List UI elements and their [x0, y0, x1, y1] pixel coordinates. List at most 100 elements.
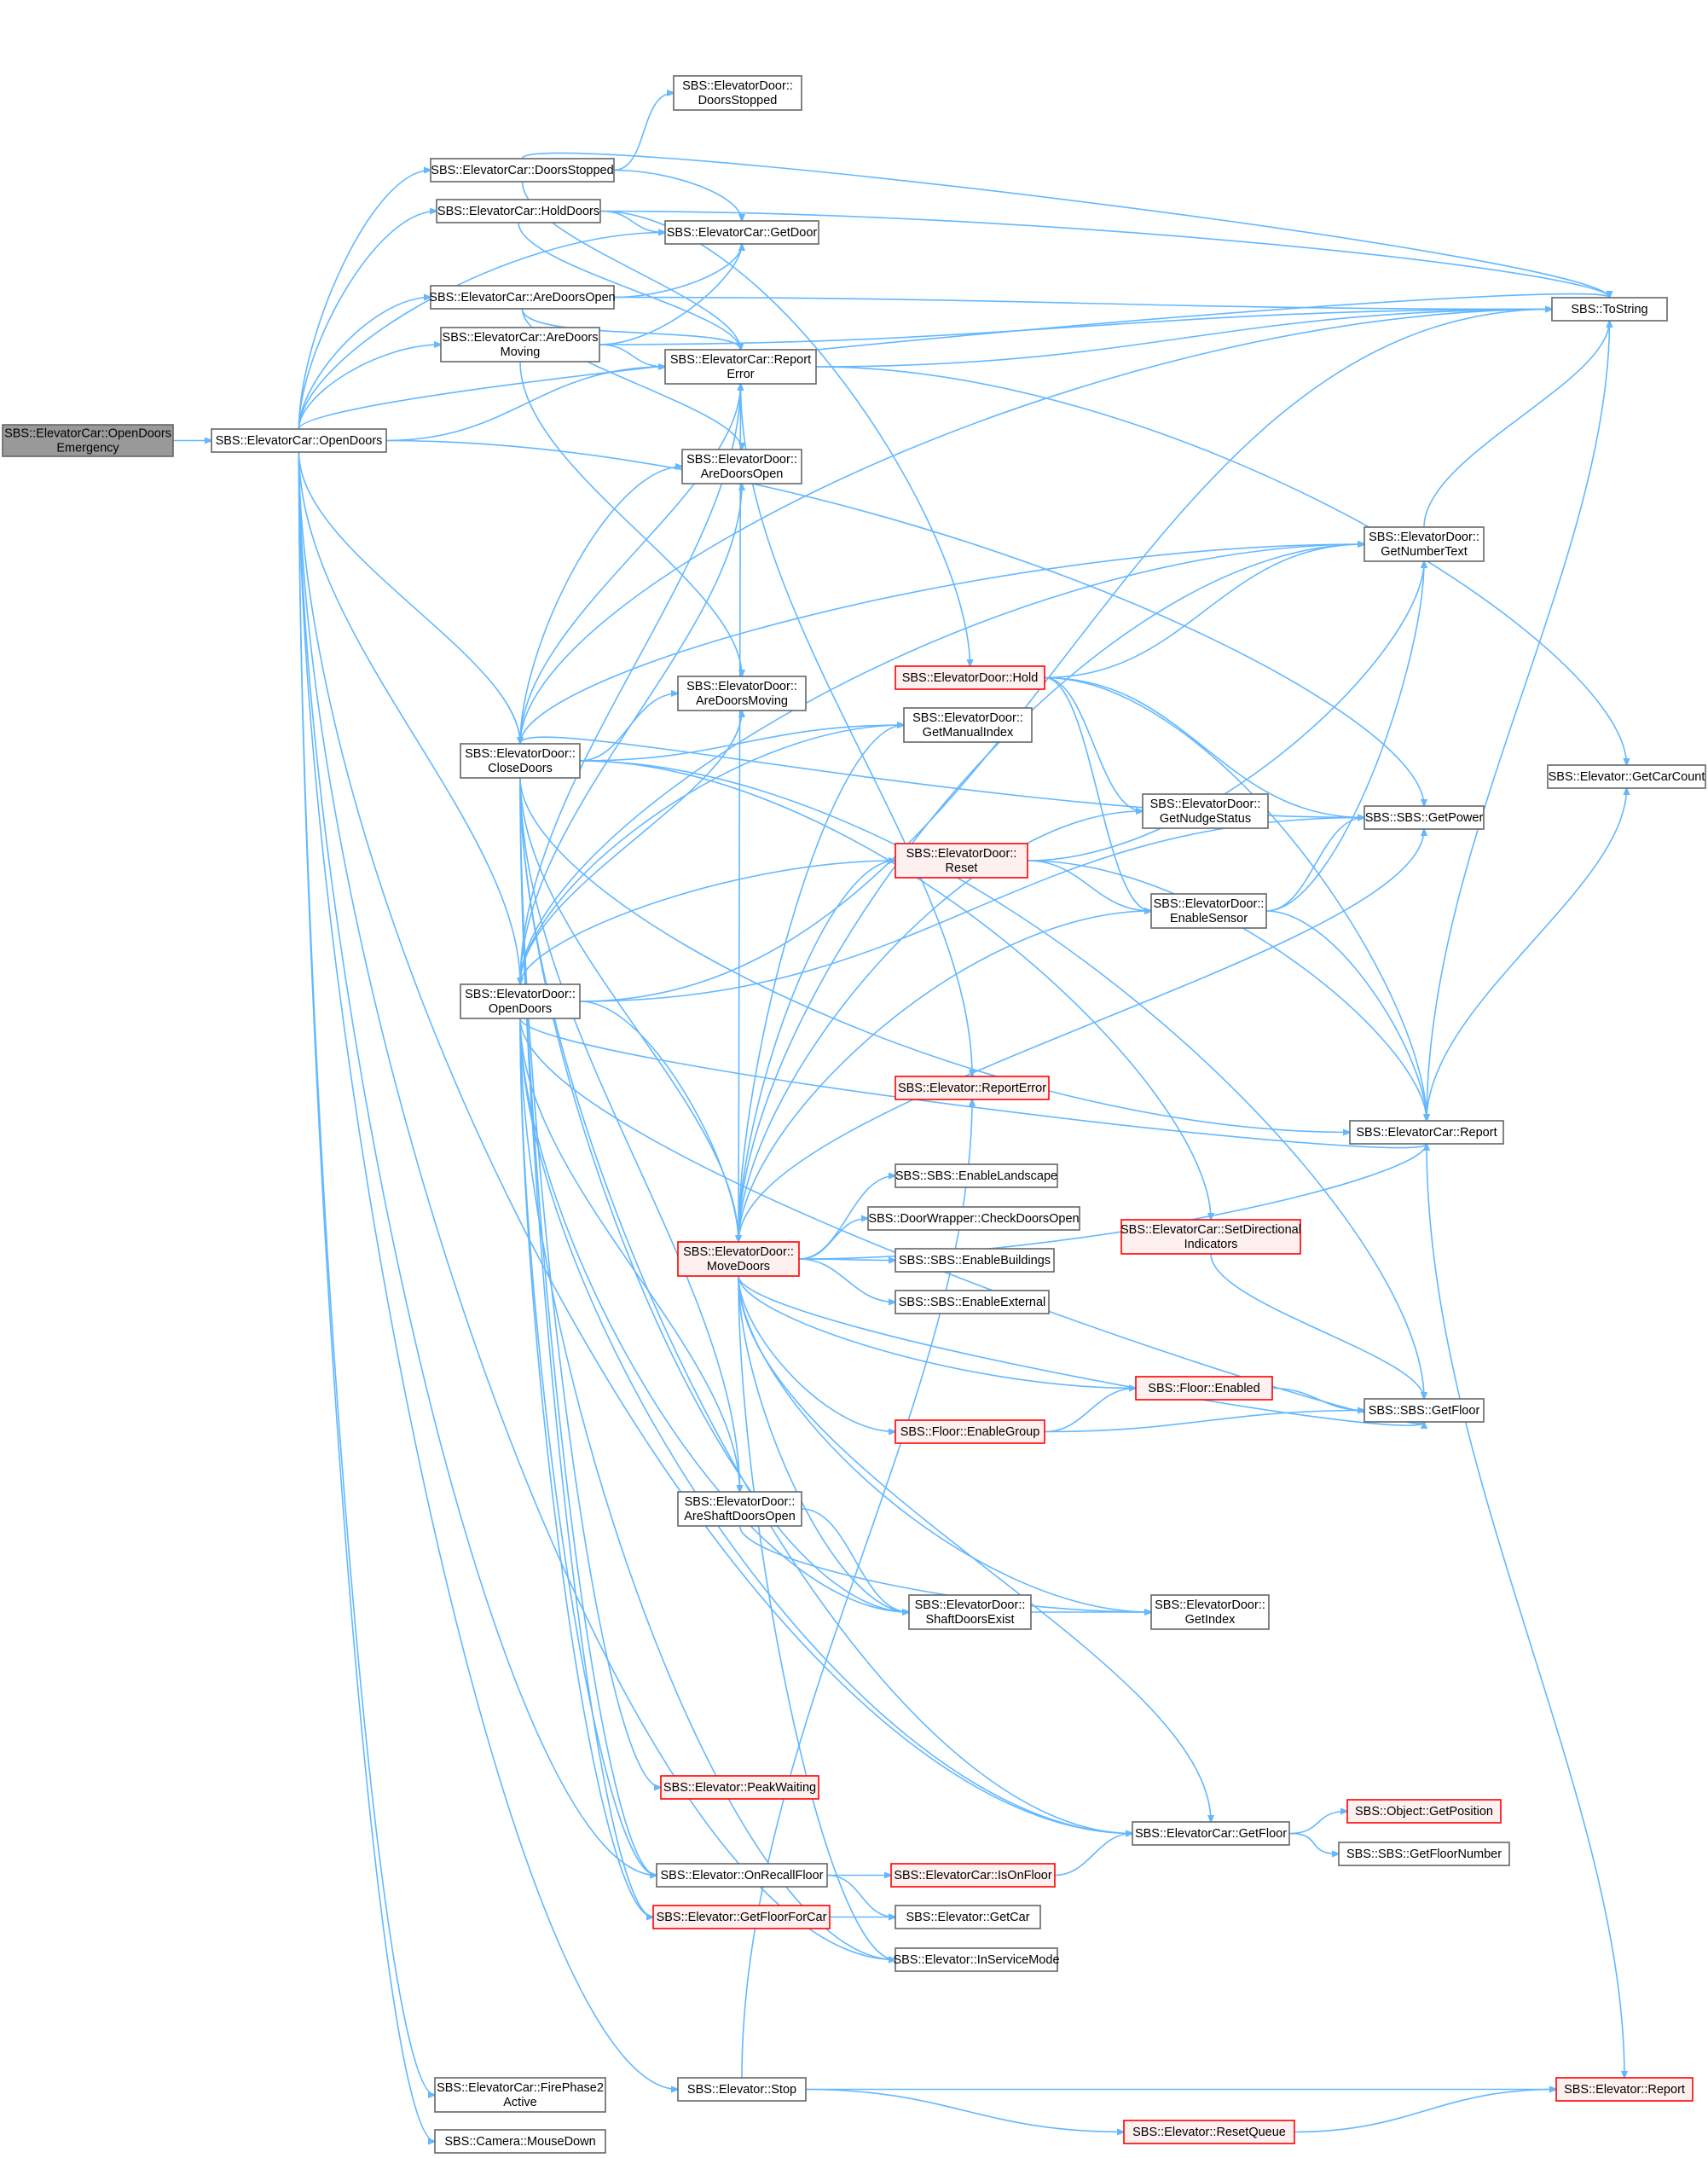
edge-elev_stop-to-elev_resetqueue: [805, 2088, 1124, 2132]
edge-door_movedoors-to-floor_enablegroup: [738, 1275, 895, 1432]
edge-car_aredoorsopen-to-car_reporterror: [521, 308, 741, 350]
edge-car_open-to-car_getfloor: [298, 451, 1133, 1834]
edge-door_movedoors-to-door_reset: [738, 861, 895, 1243]
node-car-getfloor[interactable]: SBS::ElevatorCar::GetFloor: [1132, 1821, 1290, 1846]
edge-car_setdirectional-to-sbs_getfloor: [1210, 1253, 1424, 1399]
node-door-getmanualindex[interactable]: SBS::ElevatorDoor::GetManualIndex: [903, 707, 1033, 743]
node-obj-getposition[interactable]: SBS::Object::GetPosition: [1346, 1799, 1502, 1824]
node-box: [1555, 2077, 1694, 2102]
edge-door_enablesensor-to-door_getnumbertext: [1265, 561, 1424, 912]
node-box: [895, 1076, 1050, 1100]
node-elev-getfloorforcar[interactable]: SBS::Elevator::GetFloorForCar: [652, 1905, 831, 1929]
edge-car_open-to-car_firephase2: [298, 451, 436, 2095]
node-box: [1364, 805, 1485, 830]
edge-car_doorsstopped-to-door_doorsstopped: [613, 93, 674, 171]
node-dw-checkdoorsopen[interactable]: SBS::DoorWrapper::CheckDoorsOpen: [867, 1206, 1080, 1231]
node-door-aredoorsmoving[interactable]: SBS::ElevatorDoor::AreDoorsMoving: [677, 676, 807, 711]
node-door-hold[interactable]: SBS::ElevatorDoor::Hold: [895, 665, 1045, 690]
edge-car_holddoors-to-sbs_tostring: [599, 210, 1610, 299]
node-door-doorsstopped[interactable]: SBS::ElevatorDoor::DoorsStopped: [673, 75, 802, 111]
node-sbs-getfloor[interactable]: SBS::SBS::GetFloor: [1364, 1398, 1485, 1423]
node-box: [430, 158, 615, 183]
node-door-areshaftdoorsopen[interactable]: SBS::ElevatorDoor::AreShaftDoorsOpen: [677, 1491, 802, 1527]
node-sbs-getpower[interactable]: SBS::SBS::GetPower: [1364, 805, 1485, 830]
node-car-report[interactable]: SBS::ElevatorCar::Report: [1349, 1120, 1504, 1145]
node-label: EnableSensor: [1170, 912, 1248, 925]
node-car-setdirectional[interactable]: SBS::ElevatorCar::SetDirectionalIndicato…: [1120, 1219, 1301, 1255]
node-box: [677, 1491, 802, 1527]
node-sbs-enablebuildings[interactable]: SBS::SBS::EnableBuildings: [895, 1248, 1055, 1273]
node-box: [903, 707, 1033, 743]
node-label: SBS::ElevatorDoor::: [683, 1245, 794, 1259]
node-elev-report[interactable]: SBS::Elevator::Report: [1555, 2077, 1694, 2102]
edge-door_enablesensor-to-sbs_getpower: [1265, 818, 1364, 912]
node-label: GetNudgeStatus: [1160, 812, 1251, 826]
node-box: [1364, 526, 1485, 562]
edge-car_aredoorsopen-to-car_getdoor: [613, 244, 742, 299]
edge-door_open-to-door_aredoorsmoving: [519, 711, 742, 985]
node-car-open[interactable]: SBS::ElevatorCar::OpenDoors: [211, 428, 387, 453]
node-car-doorsstopped[interactable]: SBS::ElevatorCar::DoorsStopped: [430, 158, 615, 183]
edge-door_hold-to-car_report: [1044, 676, 1427, 1122]
node-elev-onrecallfloor[interactable]: SBS::Elevator::OnRecallFloor: [656, 1863, 828, 1888]
node-label: SBS::ElevatorDoor::: [465, 988, 576, 1001]
node-door-enablesensor[interactable]: SBS::ElevatorDoor::EnableSensor: [1150, 893, 1267, 929]
node-box: [1150, 893, 1267, 929]
node-elev-peakwaiting[interactable]: SBS::Elevator::PeakWaiting: [660, 1775, 819, 1800]
node-elev-getcar[interactable]: SBS::Elevator::GetCar: [895, 1905, 1041, 1929]
edge-door_movedoors-to-door_enablesensor: [738, 911, 1151, 1243]
node-label: SBS::ElevatorDoor::: [465, 747, 576, 761]
node-label: Emergency: [56, 442, 119, 455]
node-elev-getcarcount[interactable]: SBS::Elevator::GetCarCount: [1547, 764, 1706, 789]
edge-door_movedoors-to-elev_inservicemode: [738, 1275, 895, 1960]
node-car-getdoor[interactable]: SBS::ElevatorCar::GetDoor: [664, 220, 819, 245]
node-door-getindex[interactable]: SBS::ElevatorDoor::GetIndex: [1150, 1594, 1270, 1630]
node-door-close[interactable]: SBS::ElevatorDoor::CloseDoors: [460, 743, 581, 779]
edge-car_doorsstopped-to-sbs_tostring: [521, 152, 1610, 298]
node-door-getnumbertext[interactable]: SBS::ElevatorDoor::GetNumberText: [1364, 526, 1485, 562]
node-floor-enablegroup[interactable]: SBS::Floor::EnableGroup: [895, 1419, 1045, 1444]
node-car-holddoors[interactable]: SBS::ElevatorCar::HoldDoors: [436, 199, 601, 223]
node-car-reporterror[interactable]: SBS::ElevatorCar::ReportError: [664, 349, 817, 385]
edge-door_reset-to-door_enablesensor: [1027, 860, 1151, 911]
node-box: [2, 424, 174, 457]
edge-door_close-to-elev_onrecallfloor: [519, 777, 657, 1876]
node-floor-enabled[interactable]: SBS::Floor::Enabled: [1135, 1376, 1273, 1401]
node-box: [677, 676, 807, 711]
node-label: SBS::ElevatorDoor::: [682, 79, 793, 93]
node-sbs-tostring[interactable]: SBS::ToString: [1551, 297, 1668, 322]
edge-door_movedoors-to-car_reporterror: [738, 384, 741, 1243]
node-door-movedoors[interactable]: SBS::ElevatorDoor::MoveDoors: [677, 1241, 800, 1277]
node-box: [1364, 1398, 1485, 1423]
node-elev-reporterror[interactable]: SBS::Elevator::ReportError: [895, 1076, 1050, 1100]
node-door-open[interactable]: SBS::ElevatorDoor::OpenDoors: [460, 983, 581, 1019]
node-label: AreShaftDoorsOpen: [684, 1510, 796, 1523]
node-box: [895, 1248, 1055, 1273]
node-label: SBS::SBS::GetPower: [1365, 811, 1484, 825]
node-door-reset[interactable]: SBS::ElevatorDoor::Reset: [895, 843, 1028, 879]
edge-car_open-to-elev_inservicemode: [298, 451, 896, 1960]
node-door-shaftdoorsexist[interactable]: SBS::ElevatorDoor::ShaftDoorsExist: [908, 1594, 1032, 1630]
node-sbs-enablelandscape[interactable]: SBS::SBS::EnableLandscape: [895, 1163, 1058, 1188]
node-car-aredoorsmoving[interactable]: SBS::ElevatorCar::AreDoorsMoving: [440, 327, 600, 363]
node-label: Indicators: [1184, 1238, 1238, 1251]
node-camera-mousedown[interactable]: SBS::Camera::MouseDown: [434, 2129, 606, 2154]
node-door-getnudgestatus[interactable]: SBS::ElevatorDoor::GetNudgeStatus: [1142, 793, 1269, 829]
node-box: [677, 2077, 807, 2102]
node-sbs-getfloornumber[interactable]: SBS::SBS::GetFloorNumber: [1338, 1842, 1510, 1866]
node-box: [895, 1290, 1050, 1314]
node-elev-resetqueue[interactable]: SBS::Elevator::ResetQueue: [1123, 2120, 1295, 2144]
node-car-aredoorsopen[interactable]: SBS::ElevatorCar::AreDoorsOpen: [429, 285, 616, 310]
node-elev-inservicemode[interactable]: SBS::Elevator::InServiceMode: [893, 1947, 1060, 1972]
node-elev-stop[interactable]: SBS::Elevator::Stop: [677, 2077, 807, 2102]
node-label: SBS::Elevator::InServiceMode: [893, 1953, 1059, 1967]
node-label: GetIndex: [1185, 1613, 1236, 1627]
node-label: SBS::Elevator::Stop: [687, 2083, 796, 2097]
node-elev-iscar[interactable]: SBS::ElevatorCar::IsOnFloor: [890, 1863, 1056, 1888]
node-door-aredoorsopen[interactable]: SBS::ElevatorDoor::AreDoorsOpen: [681, 449, 802, 484]
node-box: [656, 1863, 828, 1888]
node-sbs-enableexternal[interactable]: SBS::SBS::EnableExternal: [895, 1290, 1050, 1314]
